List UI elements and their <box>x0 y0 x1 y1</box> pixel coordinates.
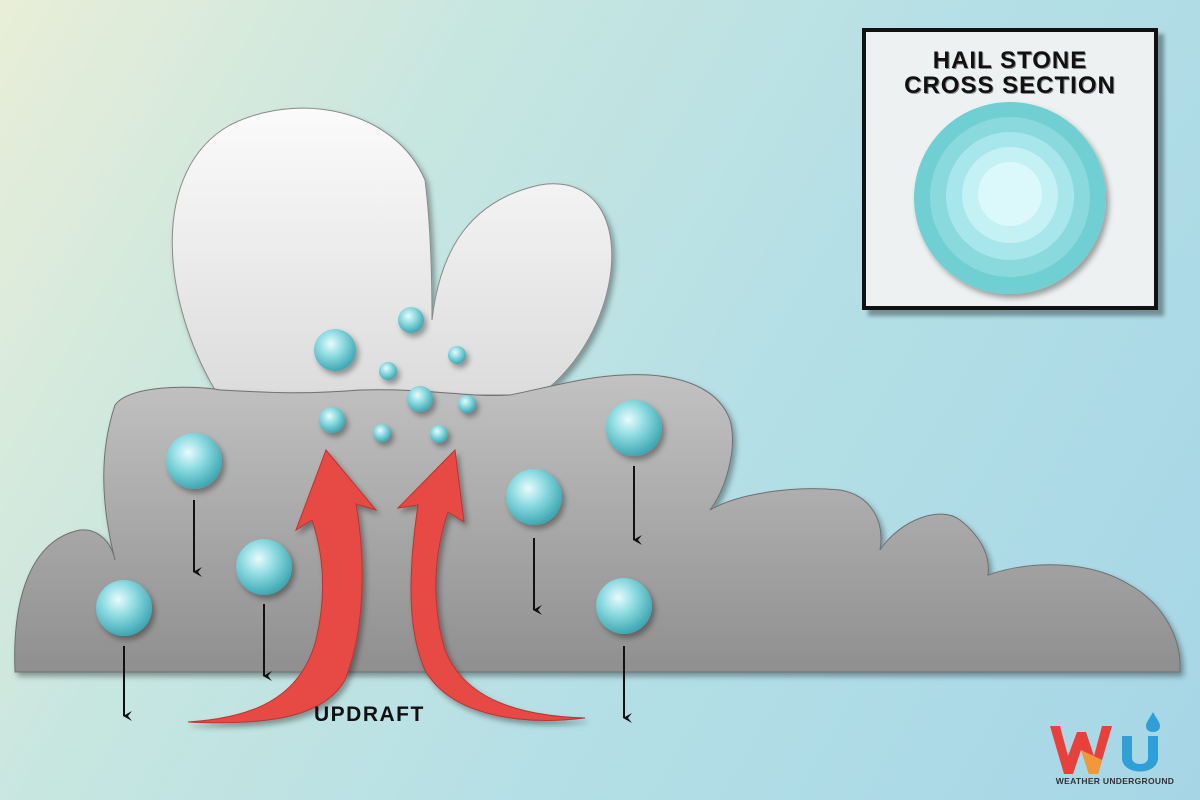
logo-caption: WEATHER UNDERGROUND <box>1040 776 1190 786</box>
hailstone-small <box>407 386 433 412</box>
logo-droplet-icon <box>1146 712 1160 732</box>
hailstone-small <box>379 362 397 380</box>
hailstone-large <box>596 578 652 634</box>
logo-u-icon <box>1122 736 1158 772</box>
hailstone-large <box>236 539 292 595</box>
hailstone-small <box>430 425 448 443</box>
hailstone-large <box>166 433 222 489</box>
hailstone-small <box>448 346 466 364</box>
updraft-label: UPDRAFT <box>314 703 425 727</box>
hailstone-layer <box>978 162 1042 226</box>
hailstone-large <box>96 580 152 636</box>
cross-section-graphic <box>866 32 1154 306</box>
hailstone-large <box>606 400 662 456</box>
hailstone-small <box>458 395 476 413</box>
cloud-body-gray <box>15 375 1180 672</box>
cloud-top-white <box>172 108 612 395</box>
hailstone-small <box>319 407 345 433</box>
hailstone-large <box>506 469 562 525</box>
hailstone-cross-section-panel: HAIL STONE CROSS SECTION <box>862 28 1158 310</box>
hailstone-small <box>398 307 424 333</box>
hailstone-small <box>314 329 356 371</box>
hailstone-layers <box>914 102 1106 294</box>
hailstone-small <box>373 424 391 442</box>
